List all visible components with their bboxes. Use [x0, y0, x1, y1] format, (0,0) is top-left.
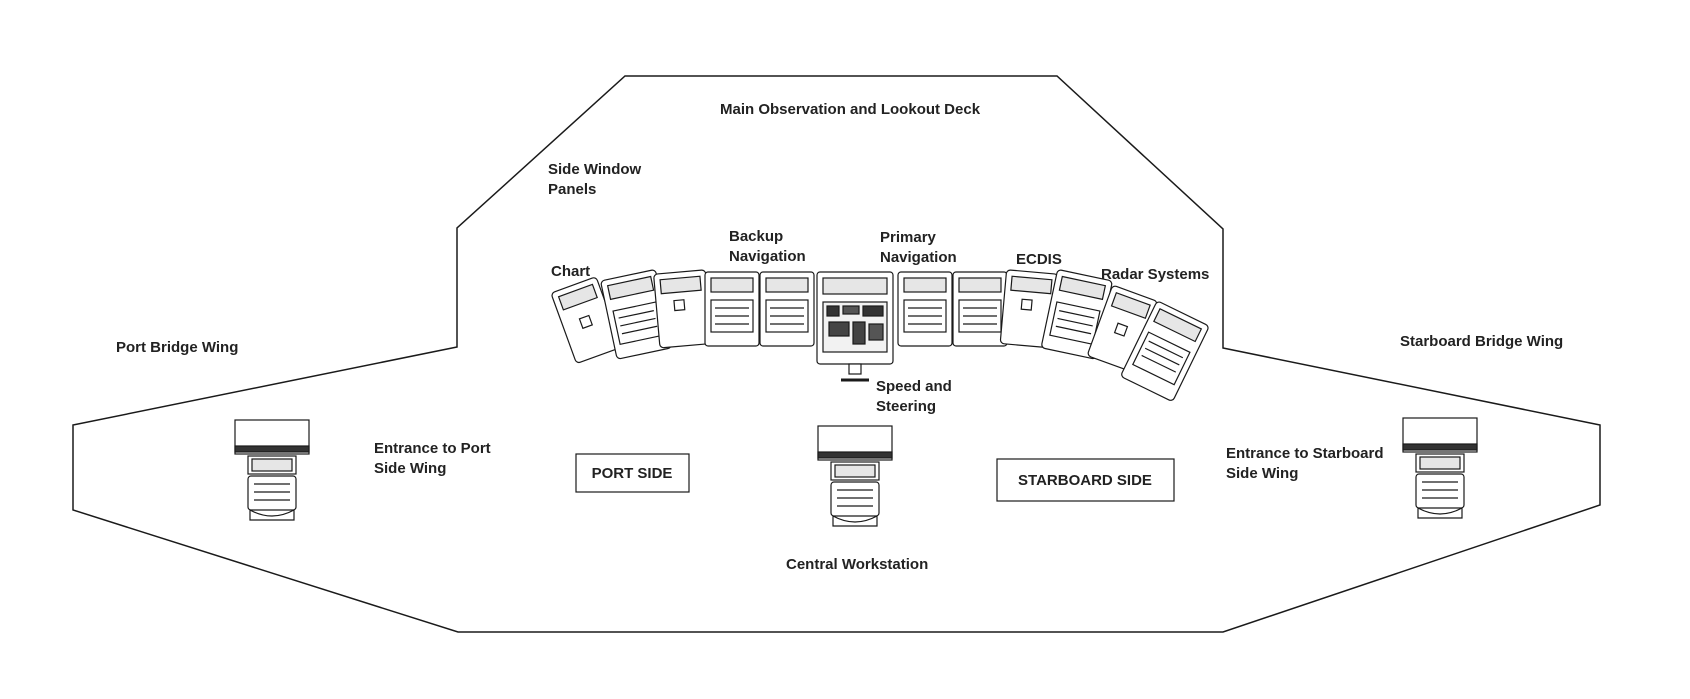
workstation-starboard-entrance	[1402, 417, 1478, 519]
primary-nav-label-1: Primary	[880, 229, 937, 246]
workstation-port-entrance	[234, 419, 310, 521]
console-arc	[551, 269, 1209, 401]
port-side-box	[575, 453, 690, 493]
console-unit-ecdis	[999, 269, 1059, 349]
radar-label: Radar Systems	[1101, 266, 1209, 283]
ecdis-label: ECDIS	[1016, 251, 1062, 268]
entrance-port-label-1: Entrance to Port	[374, 440, 491, 457]
starboard-wing-label: Starboard Bridge Wing	[1400, 333, 1563, 350]
entrance-starboard-label-1: Entrance to Starboard	[1226, 445, 1384, 462]
main-deck-label: Main Observation and Lookout Deck	[720, 101, 981, 118]
side-window-label-2: Panels	[548, 181, 596, 198]
speed-steering-label-1: Speed and	[876, 378, 952, 395]
port-side-label: PORT SIDE	[592, 465, 673, 482]
console-unit-primary-nav-2	[952, 271, 1008, 347]
primary-nav-label-2: Navigation	[880, 249, 957, 266]
chart-label: Chart	[551, 263, 590, 280]
entrance-port-label-2: Side Wing	[374, 460, 446, 477]
workstation-central	[817, 425, 893, 527]
console-unit-backup-nav-2	[759, 271, 815, 347]
console-unit-speed-steering	[816, 271, 894, 382]
backup-nav-label-1: Backup	[729, 228, 783, 245]
port-wing-label: Port Bridge Wing	[116, 339, 238, 356]
speed-steering-label-2: Steering	[876, 398, 936, 415]
entrance-starboard-label-2: Side Wing	[1226, 465, 1298, 482]
console-unit-primary-nav-1	[897, 271, 953, 347]
console-unit-3	[653, 269, 713, 349]
console-unit-radar-3	[1121, 301, 1209, 401]
console-unit-backup-nav-1	[704, 271, 760, 347]
backup-nav-label-2: Navigation	[729, 248, 806, 265]
central-workstation-label: Central Workstation	[786, 556, 928, 573]
side-window-label-1: Side Window	[548, 161, 642, 178]
console-unit-chart	[551, 277, 622, 364]
starboard-side-label: STARBOARD SIDE	[1018, 472, 1152, 489]
starboard-side-box	[996, 458, 1175, 502]
